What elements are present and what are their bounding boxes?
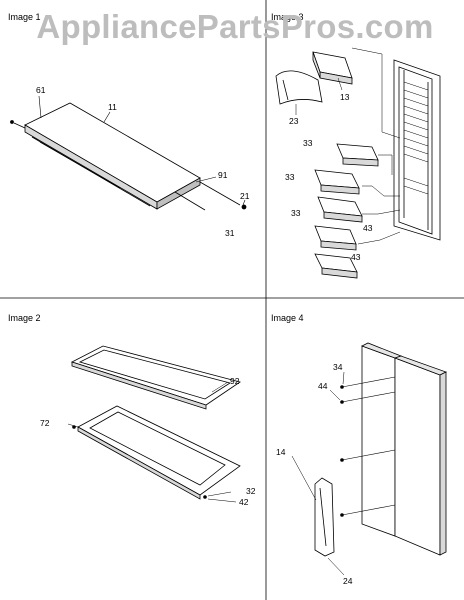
callout-42: 42 (239, 497, 249, 507)
panel-title-image-2: Image 2 (8, 313, 41, 323)
callout-72: 72 (40, 418, 50, 428)
callout-13: 13 (340, 92, 350, 102)
callout-33-middle: 33 (285, 172, 295, 182)
image1-leaders (38, 95, 246, 206)
image1-shelf-drawing (10, 102, 247, 211)
callout-44: 44 (318, 381, 328, 391)
callout-24: 24 (343, 576, 353, 586)
panel-title-image-4: Image 4 (271, 313, 304, 323)
callout-21: 21 (240, 191, 250, 201)
image2-leaders (67, 381, 237, 503)
image4-leaders (291, 371, 345, 576)
callout-11: 11 (108, 102, 117, 112)
image3-door-drawing (275, 51, 441, 279)
callout-61: 61 (36, 85, 46, 95)
callout-43-lower: 43 (351, 252, 361, 262)
callout-14: 14 (276, 447, 286, 457)
door-rack-lines (403, 81, 429, 195)
image3-leaders (295, 47, 401, 245)
callout-32: 32 (246, 486, 256, 496)
image4-door-drawing (314, 342, 448, 557)
callout-23: 23 (289, 116, 299, 126)
callout-92: 92 (230, 376, 240, 386)
callout-33-bottom: 33 (291, 208, 301, 218)
hinge-pins (340, 376, 396, 517)
panel-title-image-3: Image 3 (271, 12, 304, 22)
callout-33-top: 33 (303, 138, 313, 148)
callout-34: 34 (333, 362, 343, 372)
callout-91: 91 (218, 170, 228, 180)
image2-shelf-drawing (70, 345, 241, 500)
panel-title-image-1: Image 1 (8, 12, 41, 22)
watermark-text: AppliancePartsPros.com (36, 8, 434, 45)
callout-31: 31 (225, 228, 235, 238)
callout-43-upper: 43 (363, 223, 373, 233)
